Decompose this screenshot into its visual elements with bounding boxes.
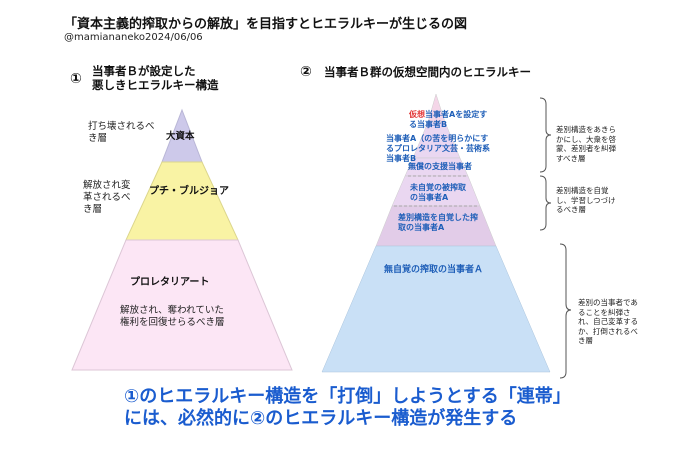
brace-top — [539, 97, 552, 173]
left-pyramid — [71, 108, 293, 371]
right-tier-2-label: 当事者A（の苦を明らかにするプロレタリア文芸・芸術系当事者B — [386, 134, 490, 163]
left-side-label-top: 打ち壊されるべき層 — [88, 121, 155, 144]
right-tier-5-label: 差別構造を自覚した搾取の当事者A — [398, 213, 478, 232]
left-heading-line1: 当事者Ｂが設定した — [92, 64, 196, 78]
right-braces — [539, 97, 572, 379]
right-tier-4-label: 未自覚の被搾取の当事者A — [410, 183, 466, 202]
left-tier-top-label: 大資本 — [166, 131, 195, 142]
left-number: ① — [70, 71, 82, 87]
conclusion-text: ①のヒエラルキー構造を「打倒」しようとする「連帯」 には、必然的に②のヒエラルキ… — [124, 386, 571, 430]
left-tier-bottom-shape — [71, 239, 293, 371]
right-note-middle: 差別構造を自覚し、学習しつづけるべき層 — [556, 186, 616, 214]
left-tier-bottom-label: プロレタリアート — [130, 277, 210, 288]
conclusion-line2: には、必然的に②のヒエラルキー構造が発生する — [124, 408, 518, 429]
left-heading-line2: 悪しきヒエラルキー構造 — [92, 78, 219, 92]
right-tier-1-label: 仮想当事者Aを設定する当事者B — [409, 110, 488, 129]
author-credit: @mamiananeko2024/06/06 — [64, 32, 203, 43]
brace-middle — [539, 175, 552, 231]
left-side-label-bottom: 解放され、奪われていた権利を回復せらるべき層 — [120, 305, 225, 328]
right-tier-6-shape — [321, 245, 551, 373]
brace-bottom — [559, 243, 572, 379]
right-note-bottom: 差別の当事者であることを糾弾され、自己変革するか、打倒されるべき層 — [578, 298, 639, 345]
right-note-top: 差別構造をあきらかにし、大衆を啓蒙、差別者を糾弾すべき層 — [556, 125, 616, 163]
virtual-highlight: 仮想 — [409, 110, 425, 119]
right-pyramid — [321, 93, 551, 373]
left-side-label-middle: 解放され変革されるべき層 — [83, 180, 131, 215]
right-tier-3-label: 無償の支援当事者 — [408, 162, 472, 171]
right-number: ② — [300, 64, 312, 80]
diagram-title: 「資本主義的搾取からの解放」を目指すとヒエラルキーが生じるの図 — [64, 17, 468, 32]
right-heading: 当事者Ｂ群の仮想空間内のヒエラルキー — [324, 65, 531, 79]
right-tier-6-label: 無自覚の搾取の当事者Ａ — [384, 265, 484, 275]
left-tier-middle-shape — [125, 161, 239, 241]
left-tier-middle-label: プチ・ブルジョア — [149, 186, 229, 197]
conclusion-line1: ①のヒエラルキー構造を「打倒」しようとする「連帯」 — [124, 386, 571, 407]
